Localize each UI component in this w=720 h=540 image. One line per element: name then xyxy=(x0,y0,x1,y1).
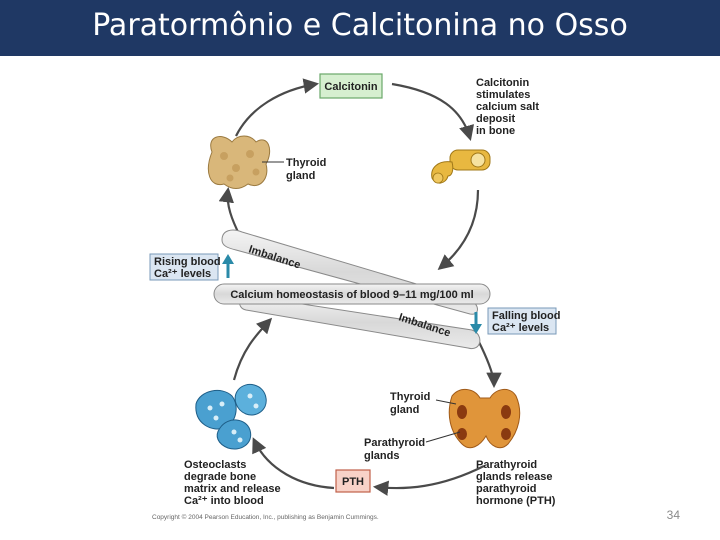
copyright-notice: Copyright © 2004 Pearson Education, Inc.… xyxy=(152,514,379,521)
thyroid-top-label: Thyroid gland xyxy=(286,157,329,182)
rising-blood-box xyxy=(149,253,219,281)
parathyroid-glands-label: Parathyroid glands xyxy=(364,437,428,462)
thyroid-gland-top-illustration xyxy=(208,135,271,189)
rising-blood-label: Rising blood Ca²⁺ levels xyxy=(154,256,224,280)
bone-illustration xyxy=(431,149,491,184)
pth-release-label: Parathyroid glands release parathyroid h… xyxy=(476,459,556,507)
falling-blood-label: Falling blood Ca²⁺ levels xyxy=(492,310,564,334)
homeostasis-band: Calcium homeostasis of blood 9–11 mg/100… xyxy=(213,283,491,305)
cycle-arrows xyxy=(218,78,502,496)
pth-box-label: PTH xyxy=(342,476,364,488)
osteoclasts-illustration xyxy=(195,383,267,450)
rising-arrow xyxy=(222,254,234,278)
falling-blood-box xyxy=(487,307,557,335)
arrow-pth-to-osteoclasts xyxy=(252,437,335,490)
thyroid-bottom-label: Thyroid gland xyxy=(390,391,433,416)
falling-arrow xyxy=(470,312,482,334)
title-bar xyxy=(0,0,720,56)
page-number: 34 xyxy=(666,508,680,522)
calcitonin-action-label: Calcitonin stimulates calcium salt depos… xyxy=(476,77,542,137)
pth-box xyxy=(335,469,371,493)
thyroid-parathyroid-illustration xyxy=(448,389,521,449)
homeostasis-label: Calcium homeostasis of blood 9–11 mg/100… xyxy=(230,289,473,301)
osteoclasts-label: Osteoclasts degrade bone matrix and rele… xyxy=(184,459,284,507)
arrow-calcitonin-to-bone xyxy=(391,82,475,141)
arrow-imbalance-to-thyroid xyxy=(477,339,502,389)
arrow-osteoclasts-to-imbalance xyxy=(232,317,273,381)
calcitonin-box-label: Calcitonin xyxy=(324,81,377,93)
slide-title: Paratormônio e Calcitonina no Osso xyxy=(92,8,628,43)
calcitonin-box xyxy=(319,73,383,99)
arrow-bone-to-imbalance xyxy=(437,189,480,270)
arrow-thyroid-to-calcitonin xyxy=(235,78,320,137)
arrow-parathyroid-to-pth xyxy=(372,465,485,496)
arrow-imbalance-to-thyroid-top xyxy=(218,186,241,237)
